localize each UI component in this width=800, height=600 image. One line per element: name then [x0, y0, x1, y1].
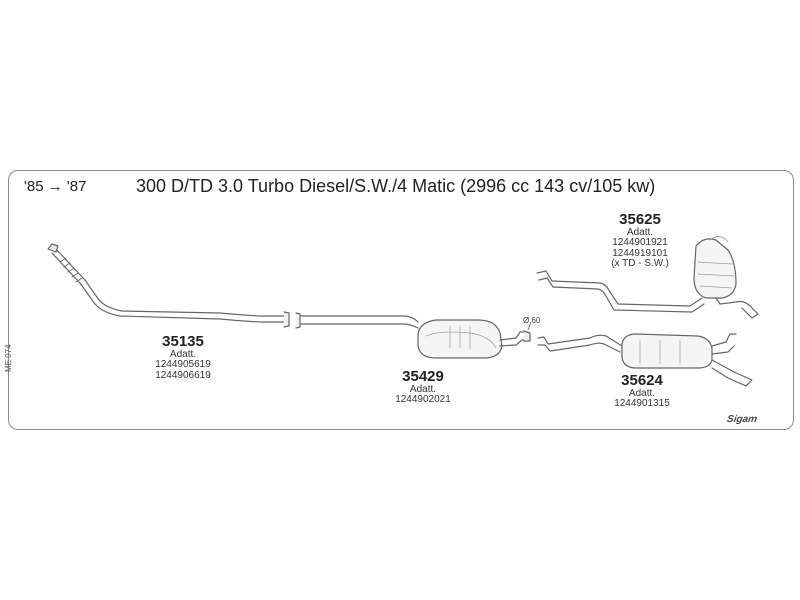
part-number: 35135 — [162, 333, 204, 350]
brand-logo: Sigam — [726, 414, 758, 425]
part-number: 35625 — [619, 211, 661, 228]
part-number: 35624 — [621, 372, 663, 389]
part-code: 1244901315 — [614, 398, 670, 410]
adatt-label: Adatt. — [169, 348, 197, 360]
diagram-panel — [8, 170, 794, 430]
part-number: 35429 — [402, 368, 444, 385]
center-muffler-35429 — [295, 312, 531, 359]
part-code: 1244919101 — [612, 247, 668, 259]
part-code: 1244906619 — [155, 369, 211, 381]
rear-muffler-35625 — [536, 236, 759, 319]
front-pipe-35135 — [47, 243, 290, 328]
rear-muffler-35624 — [537, 333, 753, 387]
model-years: '85 → '87 — [24, 178, 87, 195]
model-title: 300 D/TD 3.0 Turbo Diesel/S.W./4 Matic (… — [136, 176, 656, 196]
adatt-label: Adatt. — [409, 383, 437, 395]
part-code: (x TD - S.W.) — [611, 258, 669, 270]
part-code: 1244902021 — [395, 394, 451, 406]
diameter-label: Ø 60 — [523, 316, 541, 325]
part-label-35429: 35429 Adatt. 1244902021 — [368, 369, 478, 406]
part-code: 1244905619 — [155, 359, 211, 371]
part-label-35135: 35135 Adatt. 1244905619 1244906619 — [128, 334, 238, 381]
part-label-35624: 35624 Adatt. 1244901315 — [592, 373, 692, 410]
part-code: 1244901921 — [612, 237, 668, 249]
adatt-label: Adatt. — [626, 226, 654, 238]
sheet-code: ME 074 — [4, 344, 13, 372]
diameter-leader — [527, 321, 532, 331]
adatt-label: Adatt. — [628, 387, 656, 399]
part-label-35625: 35625 Adatt. 1244901921 1244919101 (x TD… — [590, 212, 690, 270]
